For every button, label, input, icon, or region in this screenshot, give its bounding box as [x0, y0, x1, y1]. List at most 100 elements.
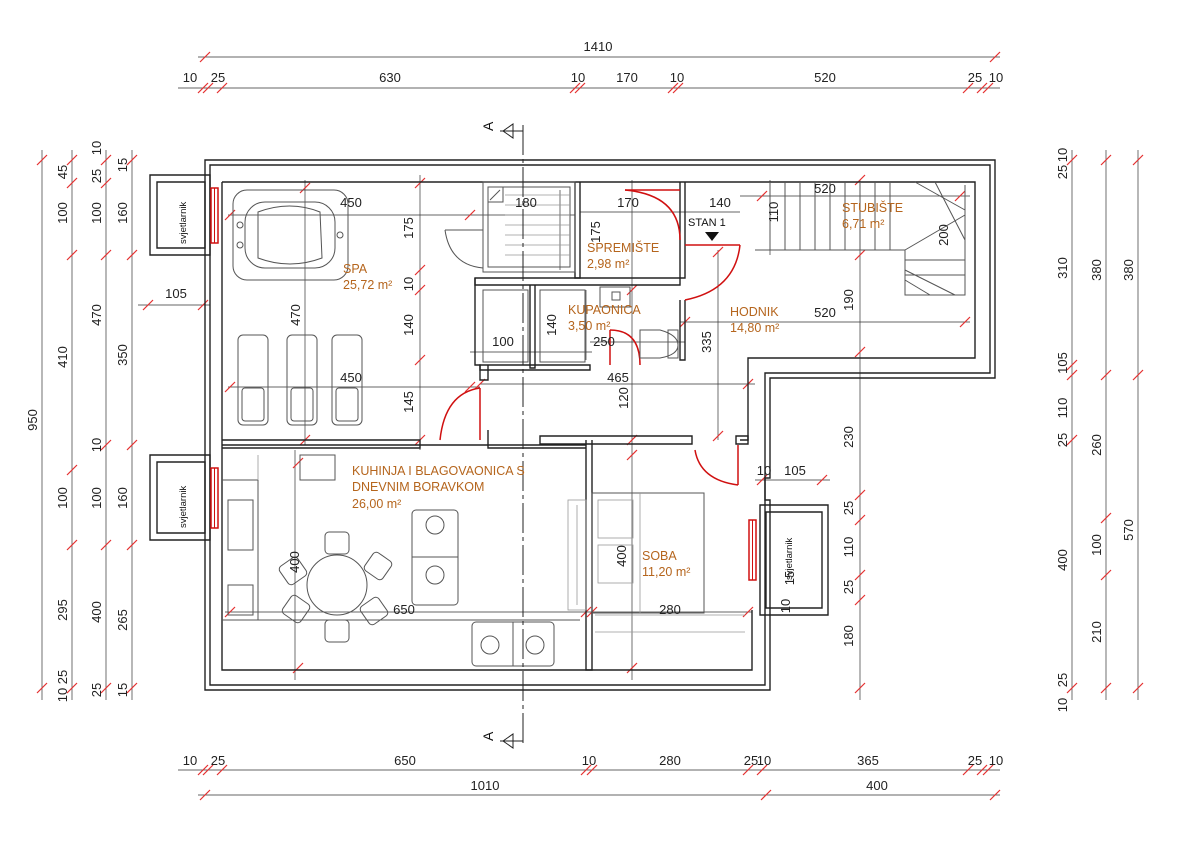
dim-left-c3-5: 15: [115, 683, 130, 697]
dim-interior-8: 170: [617, 195, 639, 210]
dim-bottom-7: 365: [857, 753, 879, 768]
dim-interior-4: 140: [401, 314, 416, 336]
dim-left-c3-4: 265: [115, 609, 130, 631]
toilet-icon: [639, 329, 679, 359]
dim-top-0: 10: [183, 70, 197, 85]
dim-top-6: 520: [814, 70, 836, 85]
dim-left-c1-1: 100: [55, 202, 70, 224]
dim-right-c1-2: 310: [1055, 257, 1070, 279]
dim-interior-2: 10: [401, 277, 416, 291]
dim-interior-9: 175: [588, 221, 603, 243]
dimension-lines: [41, 56, 1139, 796]
dim-bottom-total-0: 1010: [471, 778, 500, 793]
dining-table-icon: [278, 531, 393, 643]
dim-bottom-6: 10: [757, 753, 771, 768]
section-marker-bottom: A: [480, 731, 496, 741]
dim-interior-23: 10: [757, 463, 771, 478]
doors: [439, 189, 741, 486]
dim-right-c2-0: 380: [1089, 259, 1104, 281]
dim-top-1: 25: [211, 70, 225, 85]
dim-bottom-5: 25: [744, 753, 758, 768]
dim-left-c1-0: 45: [55, 165, 70, 179]
section-marker-top: A: [480, 121, 496, 131]
windows: [210, 187, 757, 581]
sofa-icon: [411, 509, 555, 667]
dim-interior-0: 450: [340, 195, 362, 210]
staircase-icon: [755, 181, 966, 296]
dim-left-c2-0: 25: [89, 169, 104, 183]
dim-left-c1-2: 410: [55, 346, 70, 368]
dim-left-c3-1: 160: [115, 202, 130, 224]
room-name-storage: SPREMIŠTE: [587, 240, 659, 255]
section-line: A A: [480, 121, 524, 749]
dim-right-c1-5: 25: [1055, 433, 1070, 447]
dim-bottom-3: 10: [582, 753, 596, 768]
dim-left-c1-3: 100: [55, 487, 70, 509]
room-area-bedroom: 11,20 m²: [642, 565, 690, 579]
dim-right-c2-2: 100: [1089, 534, 1104, 556]
dim-right-c2-3: 210: [1089, 621, 1104, 643]
dim-interior-6: 145: [401, 391, 416, 413]
dim-right-c3-0: 380: [1121, 259, 1136, 281]
dim-top-7: 25: [968, 70, 982, 85]
dim-bottom-8: 25: [968, 753, 982, 768]
entrance-triangle-icon: [705, 232, 719, 241]
dim-interior-16: 250: [593, 334, 615, 349]
lightwell-label-1: svjetlarnik: [178, 202, 189, 244]
dim-interior-26: 110: [841, 537, 856, 558]
dim-right-c1-7: 10: [1055, 698, 1070, 712]
dim-left-c3-3: 160: [115, 487, 130, 509]
dim-interior-28: 400: [287, 551, 302, 573]
dim-right-c1-0: 25: [1055, 165, 1070, 179]
dim-interior-24: 105: [784, 463, 806, 478]
dim-right-c1-3: 105: [1055, 352, 1070, 374]
dim-right-c1-6: 400: [1055, 549, 1070, 571]
dim-interior-15: 140: [544, 314, 559, 336]
dim-interior-34: 10: [778, 599, 793, 613]
dim-interior-18: 190: [841, 289, 856, 311]
dim-bottom-2: 650: [394, 753, 416, 768]
dim-left-c1-5: 10: [55, 688, 70, 702]
unit-label: STAN 1: [688, 217, 726, 229]
lightwell-label-2: svjetlarnik: [178, 486, 189, 528]
dim-bottom-total-1: 400: [866, 778, 888, 793]
dim-interior-20: 465: [607, 370, 629, 385]
room-area-hallway: 14,80 m²: [730, 321, 779, 335]
dim-interior-17: 335: [699, 331, 714, 353]
dim-left-c1-6: 25: [55, 670, 70, 684]
room-area-stairs: 6,71 m²: [842, 217, 884, 231]
dim-left-c2-6: 400: [89, 601, 104, 623]
room-area-bathroom: 3,50 m²: [568, 319, 610, 333]
dim-left-total: 950: [25, 409, 40, 431]
dim-interior-29: 650: [393, 602, 415, 617]
sun-lounger-icon: [237, 334, 363, 426]
dim-left-c2-7: 25: [89, 683, 104, 697]
dim-top-3: 10: [571, 70, 585, 85]
dim-interior-12: 520: [814, 181, 836, 196]
dim-interior-27: 25: [841, 580, 856, 594]
dim-left-c2-1: 10: [89, 141, 104, 155]
dim-top-total: 1410: [584, 39, 613, 54]
room-name-living: KUHINJA I BLAGOVAONICA S DNEVNIM BORAVKO…: [352, 464, 528, 494]
dim-interior-31: 280: [659, 602, 681, 617]
room-name-bedroom: SOBA: [642, 549, 677, 563]
dim-right-c1-1: 10: [1055, 148, 1070, 162]
dim-interior-11: 110: [766, 202, 781, 223]
dim-left-c2-3: 470: [89, 304, 104, 326]
dim-left-c3-2: 350: [115, 344, 130, 366]
room-name-stairs: STUBIŠTE: [842, 200, 903, 215]
dim-interior-33: 15: [782, 571, 797, 585]
dim-interior-25: 25: [841, 501, 856, 515]
dim-interior-13: 200: [936, 224, 951, 246]
room-name-hallway: HODNIK: [730, 305, 779, 319]
dimension-ticks: [36, 51, 1144, 801]
dim-interior-7: 180: [515, 195, 537, 210]
dim-top-5: 10: [670, 70, 684, 85]
dim-top-4: 170: [616, 70, 638, 85]
washbasin-icon: [599, 286, 631, 308]
room-area-storage: 2,98 m²: [587, 257, 629, 271]
dim-left-c2-2: 100: [89, 202, 104, 224]
dim-bottom-4: 280: [659, 753, 681, 768]
dim-interior-3: 470: [288, 304, 303, 326]
